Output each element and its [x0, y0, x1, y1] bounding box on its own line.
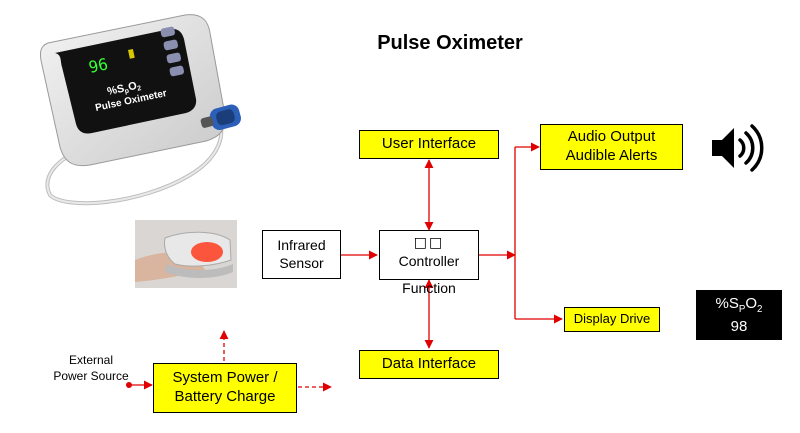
audio-output-block: Audio Output Audible Alerts [540, 124, 683, 170]
spo2-display: %SPO2 98 [696, 290, 782, 340]
device-label-sub: p [124, 88, 130, 96]
function-label: Function [402, 280, 456, 296]
system-power-label: System Power / [172, 369, 278, 387]
external-power-source-label: External Power Source [53, 353, 129, 383]
spo2-display-value: 98 [730, 317, 748, 335]
device-label-tail: O [127, 80, 138, 94]
data-interface-block: Data Interface [359, 350, 499, 379]
page-title: Pulse Oximeter [377, 32, 523, 54]
audio-output-label: Audio Output [567, 128, 656, 146]
device-label-sub2: 2 [137, 85, 142, 93]
battery-charge-label: Battery Charge [174, 388, 276, 405]
device-reading: 96 [87, 54, 110, 77]
finger-sensor-photo [135, 220, 237, 288]
infrared-label: Infrared [277, 237, 326, 253]
audible-alerts-label: Audible Alerts [565, 147, 658, 164]
svg-text:%SpO2: %SpO2 [106, 79, 142, 99]
sensor-label: Sensor [279, 255, 324, 272]
display-drive-block: Display Drive [564, 307, 660, 332]
display-drive-label: Display Drive [573, 311, 651, 327]
device-label-main: %S [106, 83, 125, 98]
spo2-display-label: %SPO2 [715, 294, 763, 315]
controller-function-block: □□ Controller [379, 230, 479, 280]
infrared-sensor-block: Infrared Sensor [262, 230, 341, 279]
controller-label: Controller [398, 253, 460, 270]
oximeter-device-image: 96 %SpO2 Pulse Oximeter [39, 14, 241, 206]
speaker-icon [712, 124, 764, 172]
controller-glyphs: □□ [413, 235, 445, 251]
user-interface-label: User Interface [381, 135, 477, 153]
svg-text:96: 96 [87, 54, 110, 77]
user-interface-block: User Interface [359, 130, 499, 159]
system-power-block: System Power / Battery Charge [153, 363, 297, 413]
data-interface-label: Data Interface [381, 355, 477, 373]
